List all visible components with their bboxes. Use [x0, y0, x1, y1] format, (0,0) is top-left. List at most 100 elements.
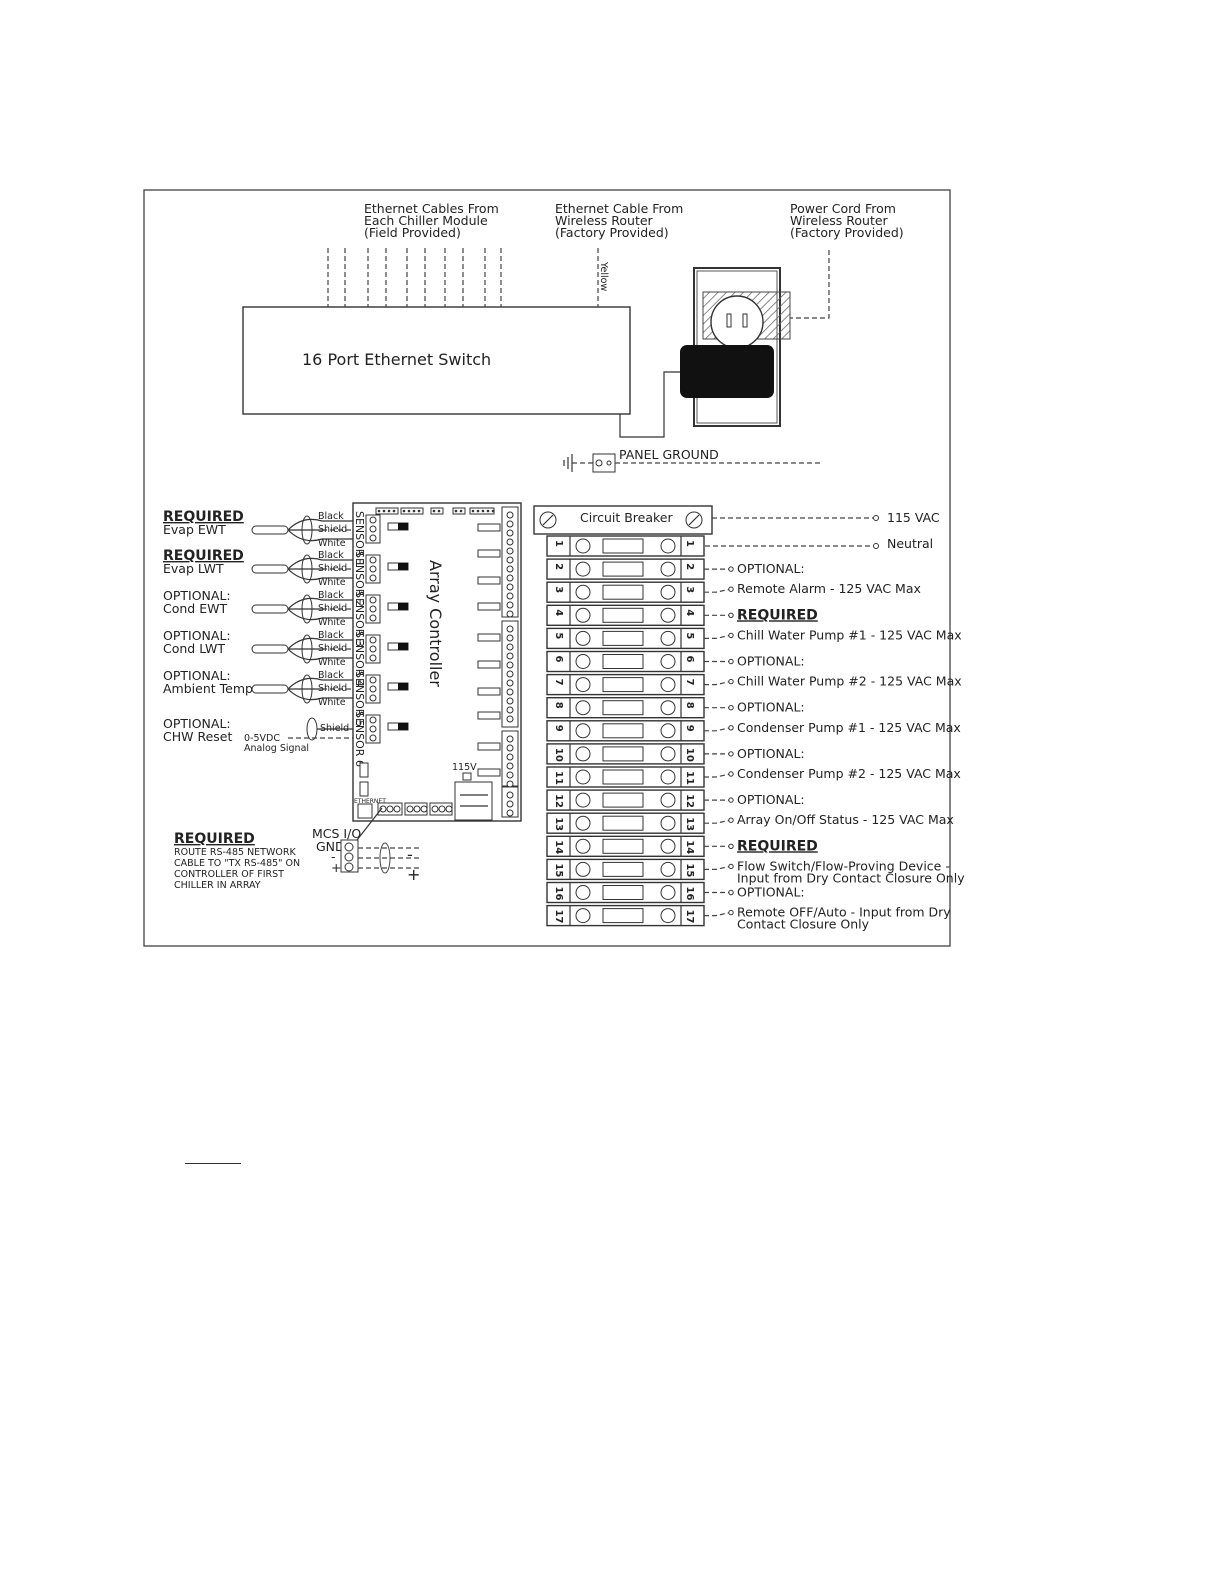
ethernet-cables-label: Ethernet Cables From Each Chiller Module…: [364, 201, 499, 240]
sensor-name: Cond LWT: [163, 641, 225, 656]
sensor-terminal-label: SENSOR 3: [353, 591, 366, 647]
terminal-label-text: Array On/Off Status - 125 VAC Max: [737, 812, 954, 827]
router-cable-label: Ethernet Cable From Wireless Router (Fac…: [555, 201, 683, 240]
wire-black-label: Black: [318, 511, 344, 522]
terminal-number-right: 11: [684, 771, 695, 785]
terminal-number-right: 5: [684, 632, 695, 639]
wire-white-label: White: [318, 657, 346, 668]
terminal-number-right: 1: [684, 540, 695, 547]
terminal-label-text: Flow Switch/Flow-Proving Device -: [737, 858, 950, 873]
temp-probe: [251, 525, 289, 535]
svg-text:Circuit Breaker: Circuit Breaker: [580, 510, 673, 525]
svg-text:CABLE TO "TX RS-485" ON: CABLE TO "TX RS-485" ON: [174, 858, 300, 869]
terminal-label-text: Input from Dry Contact Closure Only: [737, 870, 965, 885]
terminal-number-right: 13: [684, 817, 695, 831]
svg-text:Each Chiller Module: Each Chiller Module: [364, 213, 488, 228]
analog-signal-label: 0-5VDC Analog Signal: [244, 733, 309, 754]
terminal-number-left: 4: [553, 609, 564, 616]
svg-text:-: -: [407, 845, 413, 864]
sensor-name: Evap EWT: [163, 522, 226, 537]
sensor-terminal-label: SENSOR 6: [353, 711, 366, 767]
svg-text:-: -: [331, 849, 336, 864]
sensor-name: Ambient Temp: [163, 681, 253, 696]
sensor-tag: OPTIONAL:: [163, 716, 231, 731]
svg-text:(Factory Provided): (Factory Provided): [790, 225, 904, 240]
temp-probe: [251, 604, 289, 614]
terminal-number-left: 2: [553, 563, 564, 570]
sensor-name: CHW Reset: [163, 729, 232, 744]
terminal-label-tag: OPTIONAL:: [737, 561, 805, 576]
svg-text:115 VAC: 115 VAC: [887, 510, 940, 525]
sensor-terminal-2: SENSOR 2: [353, 551, 409, 607]
svg-text:MCS I/O: MCS I/O: [312, 826, 361, 841]
sensor-tag: REQUIRED: [163, 548, 244, 564]
svg-text:(Factory Provided): (Factory Provided): [555, 225, 669, 240]
terminal-label-text: Remote OFF/Auto - Input from Dry: [737, 905, 951, 920]
power-adapter: [680, 345, 774, 398]
terminal-number-right: 15: [684, 863, 695, 877]
terminal-number-right: 2: [684, 563, 695, 570]
sensor-tag: OPTIONAL:: [163, 588, 231, 603]
wire-shield-label: Shield: [318, 603, 347, 614]
terminal-number-right: 7: [684, 679, 695, 686]
sensor-terminal-label: SENSOR 1: [353, 511, 366, 567]
wire-black-label: Black: [318, 670, 344, 681]
terminal-label-8: OPTIONAL: Remote OFF/Auto - Input from Dr…: [704, 885, 951, 932]
terminal-label-text: Condenser Pump #1 - 125 VAC Max: [737, 720, 961, 735]
terminal-number-right: 14: [684, 840, 695, 854]
svg-text:Analog Signal: Analog Signal: [244, 743, 309, 754]
sensor-tag: REQUIRED: [163, 509, 244, 525]
svg-text:PANEL GROUND: PANEL GROUND: [619, 447, 719, 462]
terminal-number-right: 8: [684, 702, 695, 709]
terminal-number-left: 6: [553, 656, 564, 663]
svg-text:ROUTE RS-485 NETWORK: ROUTE RS-485 NETWORK: [174, 847, 296, 858]
terminal-label-tag: OPTIONAL:: [737, 792, 805, 807]
terminal-label-text: Contact Closure Only: [737, 917, 870, 932]
sensor-name: Cond EWT: [163, 601, 227, 616]
terminal-label-5: OPTIONAL:Condenser Pump #2 - 125 VAC Max: [704, 746, 961, 781]
temp-probe: [251, 644, 289, 654]
terminal-label-tag: REQUIRED: [737, 838, 818, 854]
sensor-terminal-4: SENSOR 4: [353, 631, 409, 687]
terminal-number-right: 17: [684, 910, 695, 924]
terminal-11: 11 11: [546, 766, 705, 788]
terminal-label-text: Condenser Pump #2 - 125 VAC Max: [737, 766, 961, 781]
power-cord-label: Power Cord From Wireless Router (Factory…: [790, 201, 904, 240]
terminal-label-3: OPTIONAL:Chill Water Pump #2 - 125 VAC M…: [704, 654, 962, 689]
terminal-number-left: 13: [553, 817, 564, 831]
wire-shield-label: Shield: [318, 643, 347, 654]
terminal-number-left: 9: [553, 725, 564, 732]
terminal-label-1: OPTIONAL:Remote Alarm - 125 VAC Max: [704, 561, 921, 596]
terminal-label-tag: OPTIONAL:: [737, 700, 805, 715]
terminal-label-tag: OPTIONAL:: [737, 885, 805, 900]
terminal-number-left: 14: [553, 840, 564, 854]
svg-text:REQUIRED: REQUIRED: [174, 831, 255, 847]
ethernet-switch: [242, 306, 631, 415]
svg-text:Ethernet Cables From: Ethernet Cables From: [364, 201, 499, 216]
wire-white-label: White: [318, 617, 346, 628]
terminal-label-4: OPTIONAL: Condenser Pump #1 - 125 VAC Max: [704, 700, 961, 735]
wire-white-label: White: [318, 697, 346, 708]
temp-probe: [251, 684, 289, 694]
rs485-note: REQUIRED ROUTE RS-485 NETWORK CABLE TO "…: [174, 831, 300, 891]
terminal-number-left: 16: [553, 887, 564, 901]
terminal-number-right: 12: [684, 794, 695, 808]
ethernet-cable-lines: [327, 248, 599, 307]
terminal-label-text: Chill Water Pump #2 - 125 VAC Max: [737, 674, 962, 689]
wall-outlet: [680, 267, 791, 427]
terminal-number-left: 11: [553, 771, 564, 785]
svg-text:(Field Provided): (Field Provided): [364, 225, 461, 240]
